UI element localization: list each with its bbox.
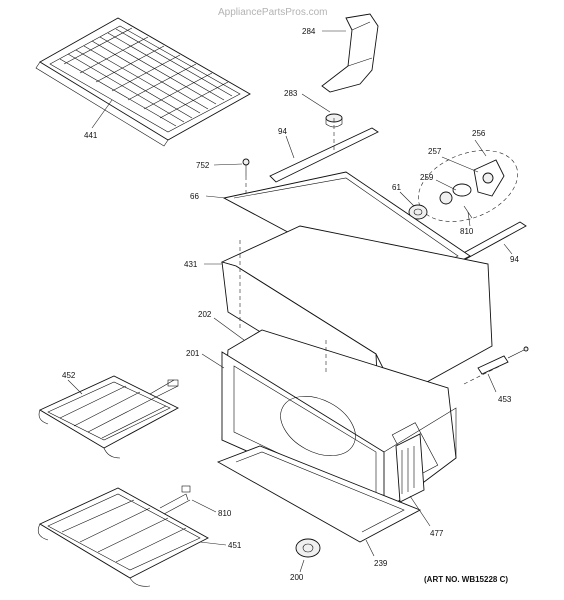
label-200: 200 <box>290 573 304 582</box>
screw-752 <box>242 158 250 200</box>
label-257: 257 <box>428 147 442 156</box>
leader-61 <box>399 191 415 207</box>
leader-283 <box>301 93 331 113</box>
label-810b: 810 <box>218 509 232 518</box>
oven-rack-441 <box>35 17 251 147</box>
leader-441 <box>91 99 113 129</box>
label-256: 256 <box>472 129 486 138</box>
label-752: 752 <box>196 161 210 170</box>
label-284: 284 <box>302 27 316 36</box>
lens-61 <box>408 204 428 220</box>
label-441: 441 <box>84 131 98 140</box>
watermark: AppliancePartsPros.com <box>218 7 328 18</box>
label-451: 451 <box>228 541 242 550</box>
handle-284 <box>321 13 379 93</box>
label-61: 61 <box>392 183 401 192</box>
bake-element-451 <box>37 485 209 587</box>
leader-256 <box>474 139 487 157</box>
label-239: 239 <box>374 559 388 568</box>
leader-201 <box>201 353 225 369</box>
leader-453 <box>487 373 497 393</box>
slide-rail-94-top <box>269 118 379 183</box>
label-477: 477 <box>430 529 444 538</box>
label-431: 431 <box>184 260 198 269</box>
leader-202 <box>213 317 245 341</box>
leader-452 <box>67 379 83 395</box>
leader-94b <box>503 243 513 255</box>
leader-477 <box>409 495 431 527</box>
broil-element-452 <box>38 375 179 459</box>
leader-451 <box>199 541 227 546</box>
leader-810a <box>467 211 471 227</box>
label-94b: 94 <box>510 255 519 264</box>
light-assembly-256 <box>418 150 518 222</box>
label-452: 452 <box>62 371 76 380</box>
art-number: (ART NO. WB15228 C) <box>424 575 508 584</box>
leader-257 <box>441 156 479 173</box>
wire-harness-477 <box>395 433 425 503</box>
label-259: 259 <box>420 173 434 182</box>
leader-66 <box>205 195 227 199</box>
label-202: 202 <box>198 310 212 319</box>
gasket-200 <box>295 538 321 558</box>
leader-239 <box>365 539 375 557</box>
label-94a: 94 <box>278 127 287 136</box>
bottom-panel-239 <box>216 445 422 543</box>
label-453: 453 <box>498 395 512 404</box>
label-201: 201 <box>186 349 200 358</box>
leader-259 <box>435 179 457 191</box>
bracket-453 <box>463 346 529 385</box>
leader-810b <box>191 499 217 513</box>
label-283: 283 <box>284 89 298 98</box>
leader-94a <box>285 135 295 159</box>
leader-752 <box>213 163 243 166</box>
label-810a: 810 <box>460 227 474 236</box>
leader-200 <box>299 559 305 573</box>
label-66: 66 <box>190 192 199 201</box>
